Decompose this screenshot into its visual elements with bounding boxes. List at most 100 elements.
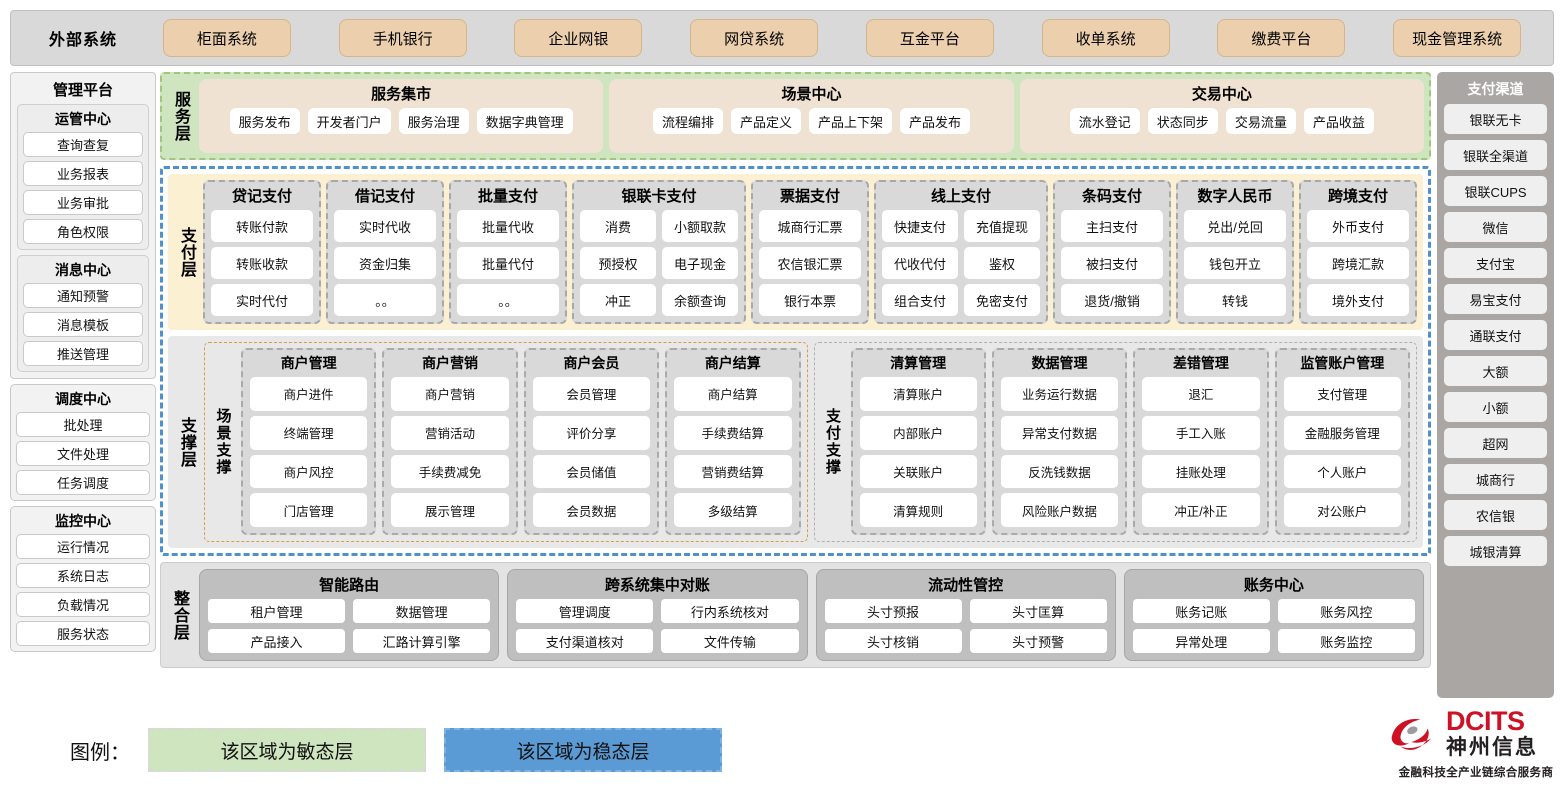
integration-item[interactable]: 头寸预报 — [824, 599, 962, 623]
payment-item[interactable]: 退货/撤销 — [1061, 284, 1164, 316]
scene-support-item[interactable]: 商户营销 — [391, 377, 509, 411]
payment-support-item[interactable]: 支付管理 — [1283, 377, 1401, 411]
management-group-item[interactable]: 消息模板 — [23, 312, 143, 337]
payment-support-item[interactable]: 对公账户 — [1283, 493, 1401, 527]
payment-item[interactable]: 电子现金 — [661, 247, 739, 279]
external-system-chip[interactable]: 现金管理系统 — [1393, 19, 1522, 57]
payment-item[interactable]: 外币支付 — [1307, 210, 1410, 242]
payment-item[interactable]: 免密支付 — [964, 284, 1041, 316]
payment-support-item[interactable]: 退汇 — [1142, 377, 1260, 411]
integration-item[interactable]: 租户管理 — [208, 599, 346, 623]
payment-item[interactable]: 被扫支付 — [1061, 247, 1164, 279]
payment-item[interactable]: 组合支付 — [882, 284, 959, 316]
payment-channel-item[interactable]: 大额 — [1444, 356, 1547, 386]
management-group-item[interactable]: 角色权限 — [23, 219, 143, 244]
external-system-chip[interactable]: 缴费平台 — [1217, 19, 1346, 57]
payment-channel-item[interactable]: 银联全渠道 — [1444, 140, 1547, 170]
payment-channel-item[interactable]: 支付宝 — [1444, 248, 1547, 278]
payment-item[interactable]: 钱包开立 — [1184, 247, 1287, 279]
scene-support-item[interactable]: 多级结算 — [674, 493, 792, 527]
service-center-chip[interactable]: 开发者门户 — [307, 108, 391, 134]
payment-support-item[interactable]: 清算规则 — [859, 493, 977, 527]
payment-item[interactable]: 冲正 — [579, 284, 656, 316]
integration-item[interactable]: 头寸预警 — [969, 629, 1107, 653]
payment-channel-item[interactable]: 超网 — [1444, 428, 1547, 458]
management-group-item[interactable]: 任务调度 — [16, 470, 150, 495]
payment-support-item[interactable]: 手工入账 — [1142, 415, 1260, 450]
payment-item[interactable]: 消费 — [579, 210, 656, 242]
management-group-item[interactable]: 业务审批 — [23, 190, 143, 215]
scene-support-item[interactable]: 营销费结算 — [674, 454, 792, 489]
payment-channel-item[interactable]: 城银清算 — [1444, 536, 1547, 566]
service-center-chip[interactable]: 状态同步 — [1147, 108, 1218, 134]
external-system-chip[interactable]: 企业网银 — [514, 19, 643, 57]
payment-item[interactable]: 银行本票 — [759, 284, 861, 316]
payment-channel-item[interactable]: 小额 — [1444, 392, 1547, 422]
integration-item[interactable]: 文件传输 — [661, 629, 799, 653]
integration-item[interactable]: 汇路计算引擎 — [353, 629, 491, 653]
payment-item[interactable]: 跨境汇款 — [1307, 247, 1410, 279]
integration-item[interactable]: 头寸匡算 — [969, 599, 1107, 623]
external-system-chip[interactable]: 互金平台 — [865, 19, 994, 57]
service-center-chip[interactable]: 服务发布 — [229, 108, 300, 134]
management-group-item[interactable]: 查询查复 — [23, 132, 143, 157]
management-group-item[interactable]: 系统日志 — [16, 563, 150, 588]
management-group-item[interactable]: 批处理 — [16, 412, 150, 437]
external-system-chip[interactable]: 手机银行 — [338, 19, 467, 57]
payment-support-item[interactable]: 冲正/补正 — [1142, 493, 1260, 527]
management-group-item[interactable]: 业务报表 — [23, 161, 143, 186]
payment-channel-item[interactable]: 城商行 — [1444, 464, 1547, 494]
payment-item[interactable]: 快捷支付 — [882, 210, 959, 242]
payment-item[interactable]: 转钱 — [1184, 284, 1287, 316]
scene-support-item[interactable]: 手续费减免 — [391, 454, 509, 489]
scene-support-item[interactable]: 评价分享 — [532, 415, 651, 450]
payment-item[interactable]: 实时代付 — [211, 284, 313, 316]
payment-item[interactable]: 。。 — [456, 284, 559, 316]
payment-support-item[interactable]: 挂账处理 — [1142, 454, 1260, 489]
payment-support-item[interactable]: 个人账户 — [1283, 454, 1401, 489]
payment-support-item[interactable]: 异常支付数据 — [1000, 415, 1119, 450]
integration-item[interactable]: 异常处理 — [1132, 629, 1270, 653]
payment-item[interactable]: 兑出/兑回 — [1184, 210, 1287, 242]
service-center-chip[interactable]: 产品收益 — [1303, 108, 1374, 134]
payment-support-item[interactable]: 关联账户 — [859, 454, 977, 489]
management-group-item[interactable]: 推送管理 — [23, 341, 143, 366]
service-center-chip[interactable]: 数据字典管理 — [476, 108, 573, 134]
service-center-chip[interactable]: 服务治理 — [398, 108, 469, 134]
integration-item[interactable]: 账务监控 — [1277, 629, 1415, 653]
payment-support-item[interactable]: 清算账户 — [859, 377, 977, 411]
payment-item[interactable]: 代收代付 — [882, 247, 959, 279]
management-group-item[interactable]: 运行情况 — [16, 534, 150, 559]
service-center-chip[interactable]: 产品定义 — [730, 108, 801, 134]
payment-support-item[interactable]: 风险账户数据 — [1000, 493, 1119, 527]
payment-item[interactable]: 鉴权 — [964, 247, 1041, 279]
service-center-chip[interactable]: 产品上下架 — [808, 108, 892, 134]
payment-item[interactable]: 境外支付 — [1307, 284, 1410, 316]
payment-channel-item[interactable]: 银联CUPS — [1444, 176, 1547, 206]
scene-support-item[interactable]: 会员数据 — [532, 493, 651, 527]
scene-support-item[interactable]: 手续费结算 — [674, 415, 792, 450]
scene-support-item[interactable]: 展示管理 — [391, 493, 509, 527]
payment-item[interactable]: 主扫支付 — [1061, 210, 1164, 242]
payment-support-item[interactable]: 业务运行数据 — [1000, 377, 1119, 411]
scene-support-item[interactable]: 会员管理 — [532, 377, 651, 411]
service-center-chip[interactable]: 交易流量 — [1225, 108, 1296, 134]
scene-support-item[interactable]: 商户进件 — [250, 377, 368, 411]
external-system-chip[interactable]: 收单系统 — [1041, 19, 1170, 57]
scene-support-item[interactable]: 商户风控 — [250, 454, 368, 489]
payment-item[interactable]: 转账收款 — [211, 247, 313, 279]
service-center-chip[interactable]: 流水登记 — [1069, 108, 1140, 134]
payment-item[interactable]: 实时代收 — [333, 210, 436, 242]
payment-channel-item[interactable]: 微信 — [1444, 212, 1547, 242]
service-center-chip[interactable]: 流程编排 — [652, 108, 723, 134]
payment-item[interactable]: 城商行汇票 — [759, 210, 861, 242]
payment-support-item[interactable]: 内部账户 — [859, 415, 977, 450]
scene-support-item[interactable]: 商户结算 — [674, 377, 792, 411]
payment-channel-item[interactable]: 易宝支付 — [1444, 284, 1547, 314]
integration-item[interactable]: 数据管理 — [353, 599, 491, 623]
integration-item[interactable]: 产品接入 — [208, 629, 346, 653]
management-group-item[interactable]: 服务状态 — [16, 621, 150, 646]
management-group-item[interactable]: 通知预警 — [23, 283, 143, 308]
payment-item[interactable]: 资金归集 — [333, 247, 436, 279]
integration-item[interactable]: 头寸核销 — [824, 629, 962, 653]
